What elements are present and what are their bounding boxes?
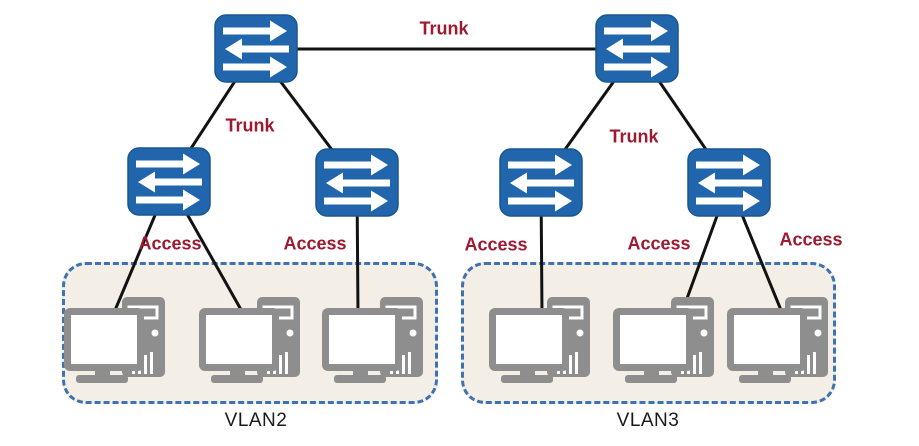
switch-icon: [499, 148, 583, 217]
computer-vlan2-1: [64, 297, 169, 383]
access-label-5: Access: [779, 229, 843, 250]
trunk-label-top: Trunk: [419, 18, 469, 39]
core-switch-left-icon: [214, 14, 298, 83]
trunk-label-left: Trunk: [225, 115, 275, 136]
computer-icon: [322, 297, 427, 383]
access-label-1: Access: [138, 233, 202, 254]
switch-icon: [127, 147, 211, 216]
computer-vlan3-2: [613, 297, 718, 383]
computer-icon: [489, 297, 594, 383]
access-label-2: Access: [283, 233, 347, 254]
switch-icon: [687, 148, 771, 217]
computer-icon: [199, 297, 304, 383]
access-switch-1-icon: [127, 147, 211, 216]
access-switch-3-icon: [499, 148, 583, 217]
access-switch-2-icon: [315, 148, 399, 217]
access-label-4: Access: [627, 233, 691, 254]
vlan2-label: VLAN2: [224, 410, 288, 431]
switch-icon: [315, 148, 399, 217]
switch-icon: [595, 14, 679, 83]
computer-vlan2-2: [199, 297, 304, 383]
vlan3-label: VLAN3: [616, 410, 680, 431]
access-label-3: Access: [464, 234, 528, 255]
switch-icon: [214, 14, 298, 83]
computer-vlan3-1: [489, 297, 594, 383]
computer-icon: [727, 297, 832, 383]
computer-vlan2-3: [322, 297, 427, 383]
computer-icon: [64, 297, 169, 383]
access-switch-4-icon: [687, 148, 771, 217]
computer-icon: [613, 297, 718, 383]
computer-vlan3-3: [727, 297, 832, 383]
trunk-label-right: Trunk: [609, 126, 659, 147]
core-switch-right-icon: [595, 14, 679, 83]
